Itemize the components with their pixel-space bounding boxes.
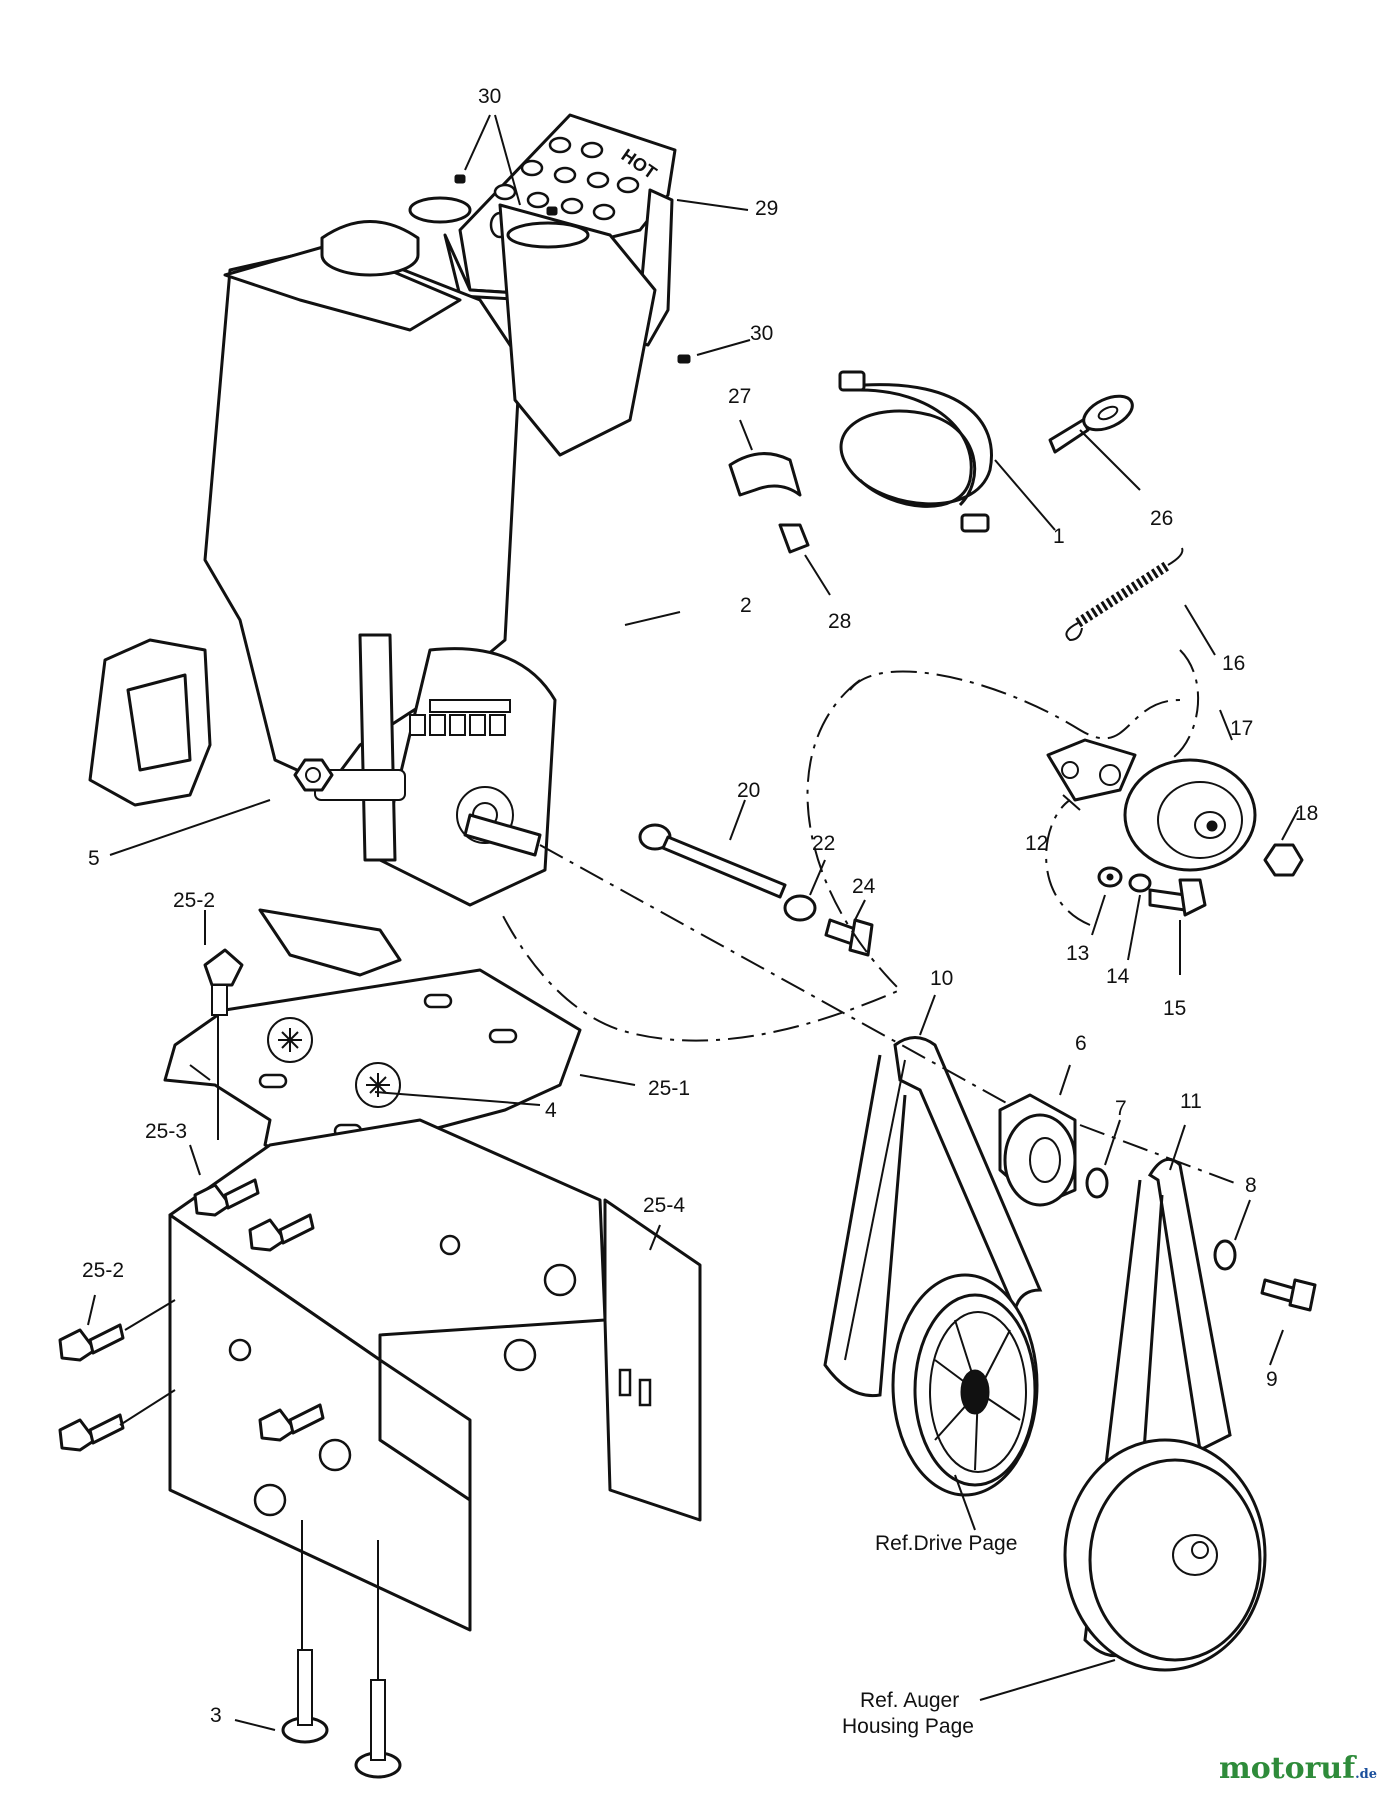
- label-13: 13: [1066, 942, 1089, 965]
- label-24: 24: [852, 875, 876, 898]
- crankshaft: [463, 813, 542, 857]
- engine: [88, 196, 657, 977]
- watermark-main: motoruf: [1218, 1751, 1356, 1786]
- engine-pulley: [998, 1093, 1077, 1207]
- label-10: 10: [930, 967, 953, 990]
- label-25-3: 25-3: [145, 1120, 187, 1143]
- watermark-tld: .de: [1355, 1767, 1377, 1782]
- nut-5: [293, 758, 334, 792]
- label-29: 29: [755, 197, 778, 220]
- screw-28: [778, 523, 810, 554]
- label-25-1: 25-1: [648, 1077, 690, 1100]
- label-28: 28: [828, 610, 851, 633]
- watermark: motoruf.de: [1219, 1751, 1377, 1786]
- pin-20: [638, 823, 787, 899]
- label-12: 12: [1025, 832, 1048, 855]
- dash-belt-route: [849, 670, 1181, 740]
- extension-cord: [838, 370, 993, 533]
- screw-30-top-right: [546, 206, 558, 216]
- washer-8: [1213, 1239, 1237, 1271]
- ref-auger-line2: Housing Page: [842, 1715, 974, 1738]
- idler-arm: [1046, 738, 1137, 802]
- bolt-25-3-b: [248, 1213, 315, 1252]
- label-1: 1: [1053, 525, 1065, 548]
- bolt-25-3-a: [193, 1178, 260, 1217]
- label-16: 16: [1222, 652, 1245, 675]
- auger-pulley: [1063, 1438, 1267, 1672]
- label-25-2-top: 25-2: [173, 889, 215, 912]
- bolt-25-2-top: [203, 948, 244, 1016]
- label-14: 14: [1106, 965, 1130, 988]
- label-18: 18: [1295, 802, 1318, 825]
- washer-13: [1097, 866, 1123, 888]
- idler-pulley: [1123, 758, 1257, 872]
- bolt-25-2-lower-b: [58, 1413, 125, 1452]
- label-25-4: 25-4: [643, 1194, 685, 1217]
- label-27: 27: [728, 385, 751, 408]
- bolt-25-2-lower-c: [258, 1403, 325, 1442]
- spring: [1065, 547, 1184, 642]
- carriage-bolt-3-a: [281, 1649, 329, 1744]
- label-6: 6: [1075, 1032, 1087, 1055]
- label-26: 26: [1150, 507, 1173, 530]
- label-25-2-lower: 25-2: [82, 1259, 124, 1282]
- label-2: 2: [740, 594, 752, 617]
- label-11: 11: [1180, 1090, 1202, 1113]
- lock-washer-14: [1128, 873, 1152, 893]
- frame: [168, 1118, 702, 1632]
- label-15: 15: [1163, 997, 1186, 1020]
- callout-labels: 30 29 30 27 26 1 2 28 16 17 20 18 22 12 …: [82, 85, 1318, 1738]
- label-30-top: 30: [478, 85, 501, 108]
- label-22: 22: [812, 832, 835, 855]
- screw-30-top-left: [454, 174, 466, 184]
- bolt-24: [824, 918, 874, 957]
- washer-7: [1085, 1167, 1109, 1199]
- bolt-25-2-lower-a: [58, 1323, 125, 1362]
- label-3: 3: [210, 1704, 222, 1727]
- ref-auger-line1: Ref. Auger: [860, 1689, 959, 1712]
- ignition-key: [1048, 394, 1134, 454]
- ref-drive-page: Ref.Drive Page: [875, 1532, 1017, 1555]
- carriage-bolt-3-b: [354, 1679, 402, 1779]
- nut-18: [1263, 843, 1304, 877]
- label-4: 4: [545, 1099, 557, 1122]
- cable-clip: [728, 452, 802, 497]
- drive-pulley: [891, 1273, 1039, 1497]
- label-5: 5: [88, 847, 100, 870]
- label-9: 9: [1266, 1368, 1278, 1391]
- label-30-lower: 30: [750, 322, 773, 345]
- bolt-9: [1260, 1278, 1317, 1312]
- label-7: 7: [1115, 1097, 1127, 1120]
- washer-22: [783, 894, 817, 922]
- label-17: 17: [1230, 717, 1253, 740]
- label-8: 8: [1245, 1174, 1257, 1197]
- screw-30-lower: [677, 354, 691, 364]
- bolt-15: [1148, 878, 1207, 917]
- label-20: 20: [737, 779, 760, 802]
